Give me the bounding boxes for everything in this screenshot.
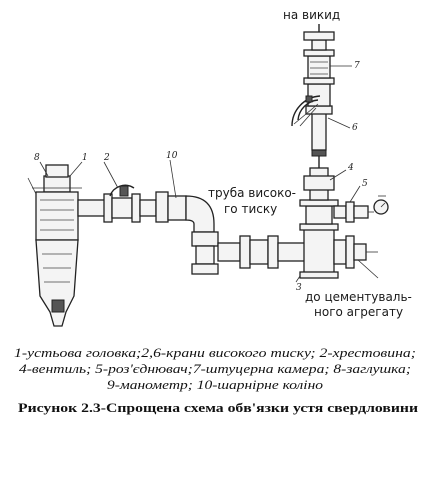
label-5: 5 — [362, 179, 368, 189]
label-high-pressure-line2: го тиску — [224, 202, 277, 216]
label-8: 8 — [34, 153, 40, 163]
vertical-riser — [291, 24, 389, 225]
legend-line-1: 1-устьова головка;2,6-крани високого тис… — [14, 345, 416, 360]
label-cement-unit-line1: до цементуваль- — [305, 290, 412, 304]
swivel-elbow — [155, 191, 219, 275]
label-3: 3 — [296, 283, 302, 293]
wellhead-body — [27, 164, 82, 327]
label-cement-unit-line2: ного агрегату — [314, 305, 403, 319]
side-outlet — [77, 184, 157, 223]
label-2: 2 — [103, 153, 110, 163]
label-7: 7 — [354, 61, 360, 71]
label-high-pressure-line1: труба високо- — [208, 186, 296, 200]
legend-line-3: 9-манометр; 10-шарнірне коліно — [107, 377, 324, 392]
high-pressure-line — [217, 235, 307, 269]
cross-fitting — [299, 223, 378, 279]
label-4: 4 — [347, 163, 354, 173]
label-10: 10 — [166, 151, 178, 161]
figure-title: Рисунок 2.3-Спрощена схема обв'язки устя… — [18, 400, 419, 415]
label-6: 6 — [352, 123, 358, 133]
leader-lines — [39, 65, 379, 283]
label-outlet: на викид — [283, 8, 340, 22]
label-1: 1 — [82, 153, 88, 163]
legend-line-2: 4-вентиль; 5-роз'єднювач;7-штуцерна каме… — [19, 361, 411, 376]
